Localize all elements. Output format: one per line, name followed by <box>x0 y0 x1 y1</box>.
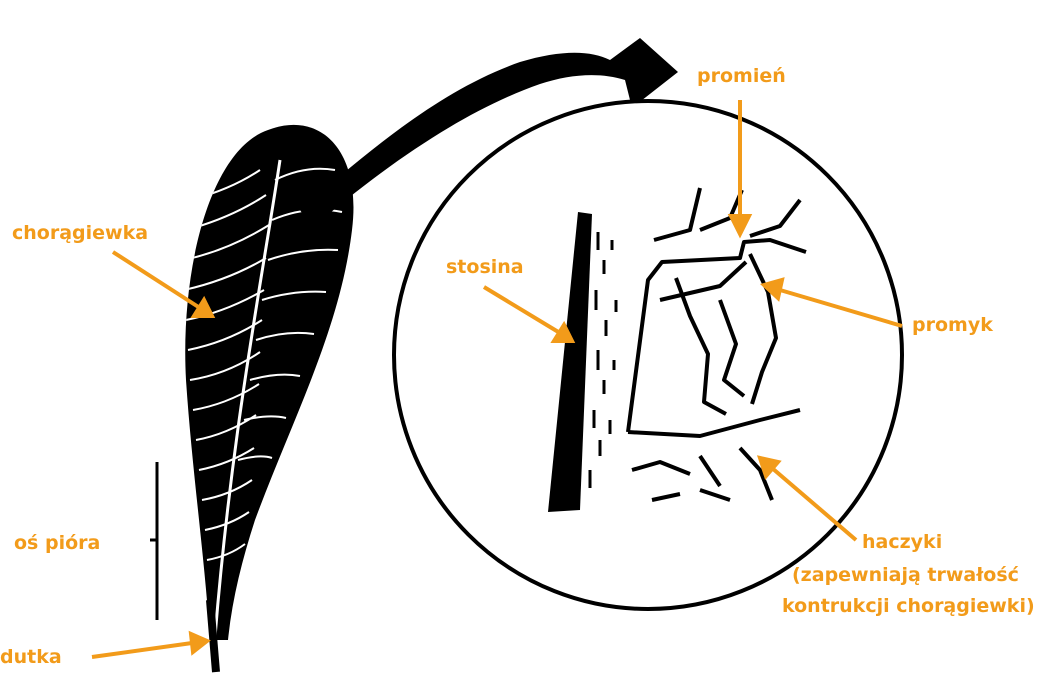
arrow-dutka <box>92 643 192 657</box>
label-choragiewka: chorągiewka <box>12 221 148 245</box>
rachis-bracket <box>150 462 157 620</box>
label-haczyki-desc-1: (zapewniają trwałość <box>792 563 1019 587</box>
arrow-choragiewka <box>113 252 200 308</box>
label-haczyki: haczyki <box>862 530 942 554</box>
magnified-circle <box>394 101 902 609</box>
label-os-piora: oś pióra <box>14 531 100 555</box>
label-stosina: stosina <box>446 255 524 279</box>
label-promyk: promyk <box>912 313 993 337</box>
label-haczyki-desc-2: kontrukcji chorągiewki) <box>782 594 1035 618</box>
label-dutka: dutka <box>0 645 62 669</box>
label-promien: promień <box>697 64 786 88</box>
